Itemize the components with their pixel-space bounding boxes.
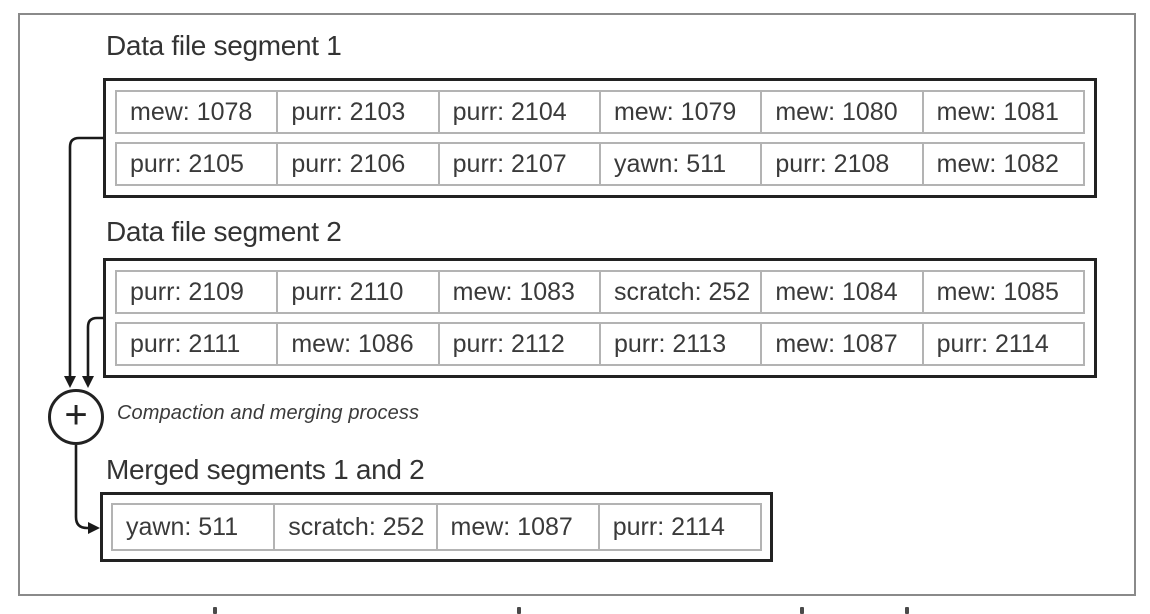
cropped-caption-remnant bbox=[0, 606, 1150, 614]
record-cell: purr: 2110 bbox=[276, 272, 437, 312]
record-cell: scratch: 252 bbox=[598, 272, 760, 312]
record-cell: mew: 1080 bbox=[760, 92, 921, 132]
record-cell: mew: 1081 bbox=[921, 92, 1083, 132]
record-cell: purr: 2108 bbox=[760, 144, 921, 184]
record-cell: mew: 1083 bbox=[437, 272, 599, 312]
segment1-title: Data file segment 1 bbox=[106, 30, 342, 61]
record-cell: purr: 2109 bbox=[130, 277, 244, 306]
record-cell: purr: 2106 bbox=[276, 144, 437, 184]
record-cell: yawn: 511 bbox=[598, 144, 760, 184]
merge-plus-icon: + bbox=[48, 389, 104, 445]
merge-process-label: Compaction and merging process bbox=[117, 402, 420, 424]
record-cell: mew: 1084 bbox=[760, 272, 921, 312]
record-cell: purr: 2114 bbox=[597, 505, 760, 549]
record-cell: mew: 1086 bbox=[276, 324, 437, 364]
record-cell: mew: 1085 bbox=[921, 272, 1083, 312]
caption-ascender-mark bbox=[905, 607, 909, 614]
record-cell: scratch: 252 bbox=[273, 505, 435, 549]
record-cell: purr: 2114 bbox=[921, 324, 1083, 364]
record-cell: purr: 2104 bbox=[437, 92, 599, 132]
record-cell: mew: 1079 bbox=[598, 92, 760, 132]
record-cell: mew: 1078 bbox=[130, 97, 253, 126]
record-cell: purr: 2105 bbox=[130, 149, 244, 178]
segment2-title: Data file segment 2 bbox=[106, 216, 342, 247]
record-cell: purr: 2111 bbox=[130, 329, 241, 358]
caption-ascender-mark bbox=[213, 607, 217, 614]
record-cell: purr: 2107 bbox=[437, 144, 599, 184]
caption-ascender-mark bbox=[517, 607, 521, 614]
record-cell: mew: 1087 bbox=[760, 324, 921, 364]
record-cell: mew: 1087 bbox=[435, 505, 598, 549]
record-cell: purr: 2103 bbox=[276, 92, 437, 132]
record-cell: mew: 1082 bbox=[921, 144, 1083, 184]
record-cell: yawn: 511 bbox=[126, 512, 239, 541]
caption-ascender-mark bbox=[800, 607, 804, 614]
merged-title: Merged segments 1 and 2 bbox=[106, 454, 425, 485]
record-cell: purr: 2113 bbox=[598, 324, 760, 364]
record-cell: purr: 2112 bbox=[437, 324, 599, 364]
